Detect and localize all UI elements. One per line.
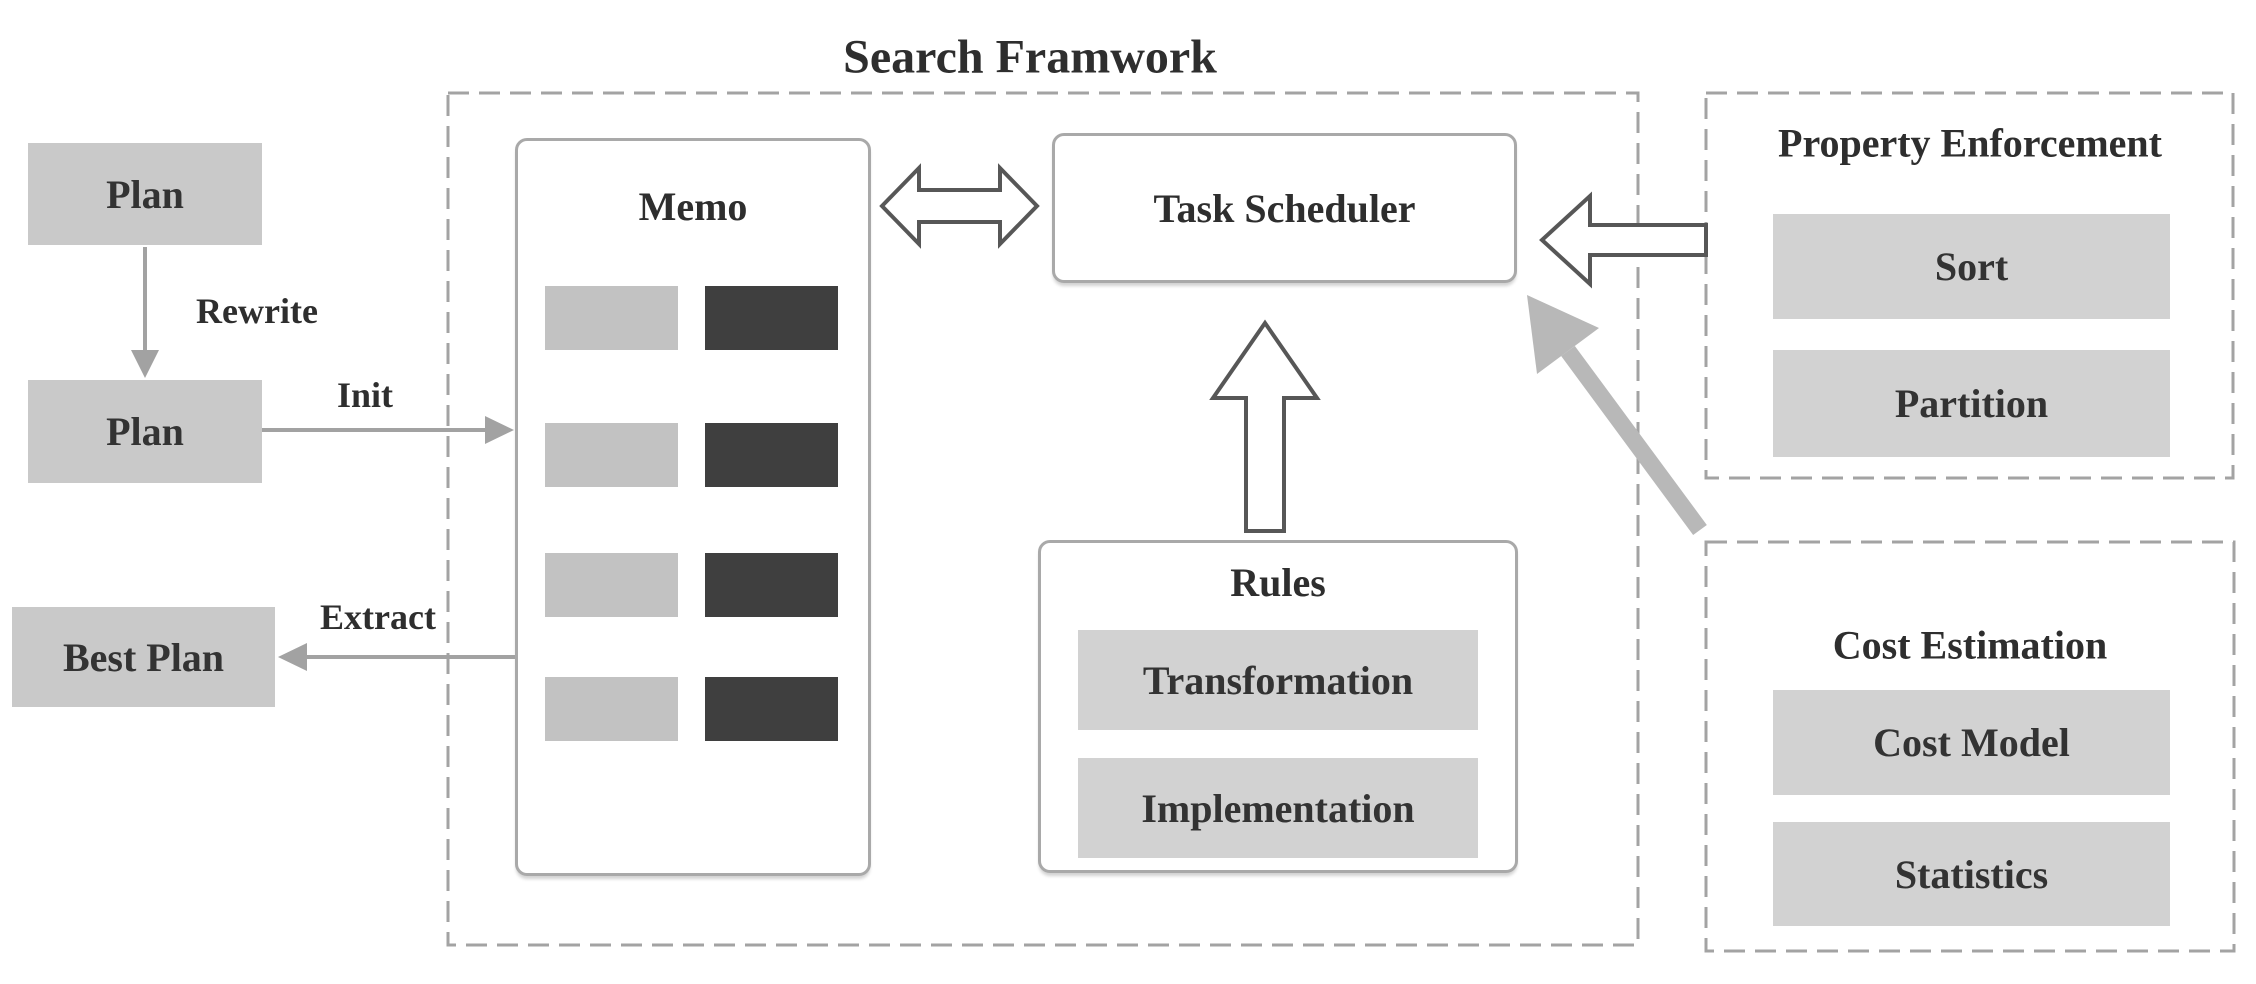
rules-title: Rules xyxy=(1230,560,1326,605)
memo-group-cell-light xyxy=(545,553,678,617)
statistics-box: Statistics xyxy=(1773,822,2170,926)
rules-scheduler-arrow-icon xyxy=(1209,319,1321,533)
plan-box-top: Plan xyxy=(28,143,262,245)
plan-box-bottom: Plan xyxy=(28,380,262,483)
rules-panel: Rules Transformation Implementation xyxy=(1038,540,1518,873)
best-plan-box: Best Plan xyxy=(12,607,275,707)
cost-model-box: Cost Model xyxy=(1773,690,2170,795)
memo-title: Memo xyxy=(638,184,748,229)
cost-estimation-title: Cost Estimation xyxy=(1832,622,2108,668)
memo-group-cell-dark xyxy=(705,677,838,741)
sort-box: Sort xyxy=(1773,214,2170,319)
enforcement-scheduler-arrow-icon xyxy=(1539,191,1708,289)
memo-group-cell-light xyxy=(545,677,678,741)
memo-group-cell-light xyxy=(545,423,678,487)
extract-arrow xyxy=(278,643,515,671)
rewrite-arrow xyxy=(131,247,159,378)
transformation-rule-box: Transformation xyxy=(1078,630,1478,730)
partition-box: Partition xyxy=(1773,350,2170,457)
cost-scheduler-arrow-icon xyxy=(1527,295,1707,536)
extract-label: Extract xyxy=(320,597,436,637)
init-label: Init xyxy=(336,375,394,415)
memo-group-cell-dark xyxy=(705,423,838,487)
diagram-title: Search Framwork xyxy=(843,30,1217,84)
memo-group-cell-dark xyxy=(705,553,838,617)
init-arrow xyxy=(262,416,514,444)
memo-group-cell-dark xyxy=(705,286,838,350)
task-scheduler-box: Task Scheduler xyxy=(1052,133,1517,283)
property-enforcement-title: Property Enforcement xyxy=(1778,120,2162,166)
memo-group-cell-light xyxy=(545,286,678,350)
rewrite-label: Rewrite xyxy=(196,291,318,331)
implementation-rule-box: Implementation xyxy=(1078,758,1478,858)
memo-panel: Memo xyxy=(515,138,871,876)
memo-scheduler-arrow-icon xyxy=(879,163,1040,249)
